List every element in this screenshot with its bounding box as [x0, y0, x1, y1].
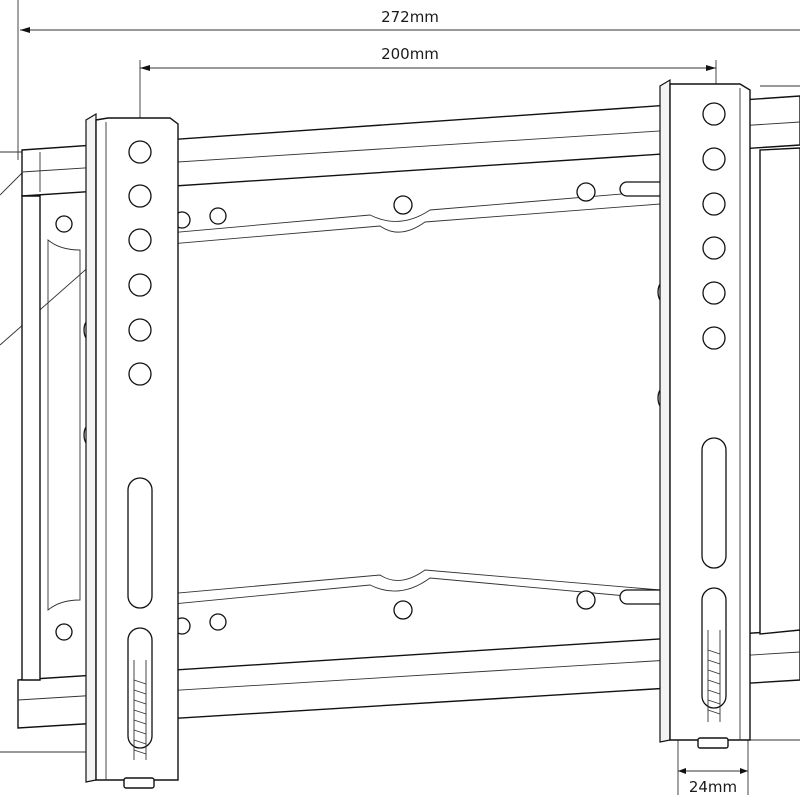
arrow-right-icon — [740, 768, 748, 774]
bracket-hole — [128, 228, 152, 252]
plate-hole — [393, 195, 413, 215]
plate-hole — [55, 215, 73, 233]
plate-hole — [209, 207, 227, 225]
plate-hole — [576, 182, 596, 202]
plate-hole — [55, 623, 73, 641]
bracket-hole — [702, 281, 726, 305]
arrow-left-icon — [678, 768, 686, 774]
bottom-rail — [17, 629, 800, 729]
screw-cap — [697, 737, 729, 749]
bracket-slot — [701, 437, 727, 569]
top-rail — [21, 95, 800, 197]
arrow-left-icon — [20, 27, 30, 33]
arrow-left-icon — [140, 65, 150, 71]
overall-width-label: 272mm — [381, 8, 439, 26]
hole-spacing-label: 200mm — [381, 45, 439, 63]
left-bracket — [85, 112, 179, 789]
bracket-hole — [702, 192, 726, 216]
dimension-overall: 272mm — [17, 0, 800, 160]
bracket-slot — [127, 477, 153, 609]
right-bracket-face — [669, 83, 751, 741]
bracket-hole — [128, 140, 152, 164]
plate-hole — [393, 600, 413, 620]
bracket-width-label: 24mm — [689, 778, 737, 796]
bracket-hole — [128, 362, 152, 386]
bracket-hole — [128, 318, 152, 342]
bracket-hole — [702, 326, 726, 350]
bracket-hole — [702, 147, 726, 171]
left-bracket-face — [95, 117, 179, 781]
plate-hole — [209, 613, 227, 631]
bracket-slot — [701, 587, 727, 709]
right-flange — [759, 147, 800, 635]
bracket-hole — [128, 273, 152, 297]
dimension-bracket-width: 24mm — [677, 740, 749, 796]
bracket-hole — [128, 184, 152, 208]
arrow-right-icon — [706, 65, 716, 71]
left-flange — [21, 195, 41, 681]
right-bracket — [659, 78, 751, 749]
bracket-hole — [702, 236, 726, 260]
bracket-hole — [702, 102, 726, 126]
bracket-slot — [127, 627, 153, 749]
screw-cap — [123, 777, 155, 789]
plate-hole — [576, 590, 596, 610]
